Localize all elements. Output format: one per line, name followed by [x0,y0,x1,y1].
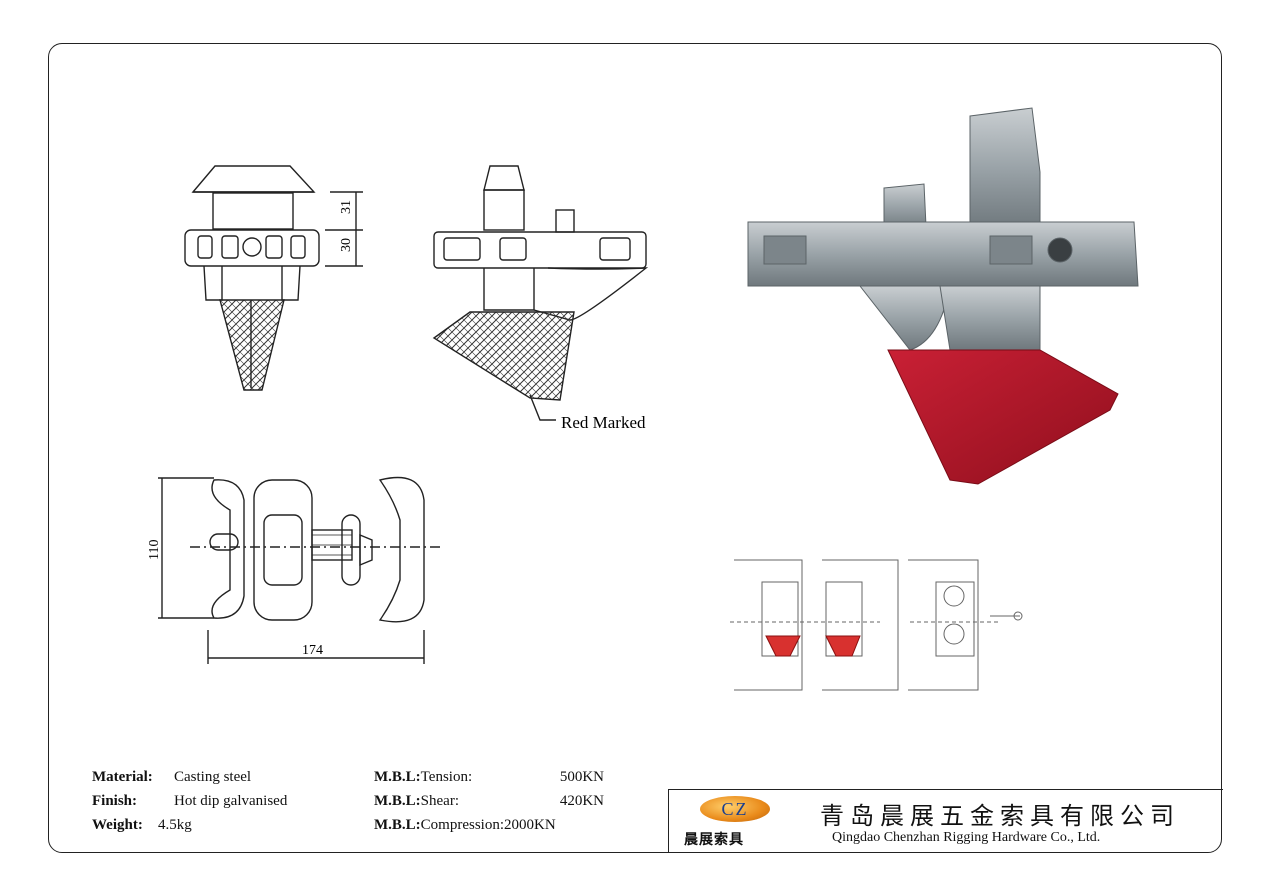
company-logo-icon [700,796,770,822]
spec-material: Material: Casting steel [92,766,251,788]
front-view [184,165,363,391]
title-block [668,789,1223,853]
spec-label: M.B.L: [374,793,421,809]
spec-shear: M.B.L:Shear: 420KN [374,790,604,812]
spec-finish: Finish: Hot dip galvanised [92,790,287,812]
spec-name: Shear: [420,793,459,809]
spec-name: Tension: [420,769,473,785]
spec-value: 420KN [559,793,604,809]
spec-compression: M.B.L:Compression:2000KN [374,814,604,836]
top-view [158,476,440,664]
spec-label: Material: [92,769,153,785]
spec-value: Casting steel [174,769,252,785]
spec-tension: M.B.L:Tension: 500KN [374,766,604,788]
spec-label: M.B.L: [374,817,421,833]
red-marked-callout: Red Marked [561,413,646,432]
logo-caption: 晨展索具 [684,832,744,848]
dim-width: 174 [302,643,323,658]
drawing-sheet-border [48,43,1222,853]
product-render [747,107,1139,485]
spec-value: Hot dip galvanised [174,793,288,809]
dim-height: 110 [147,540,162,560]
spec-name: Compression: [420,817,505,833]
company-name-cn: 青岛晨展五金索具有限公司 [820,802,1180,830]
spec-value: 500KN [559,769,604,785]
company-name-en: Qingdao Chenzhan Rigging Hardware Co., L… [832,830,1101,845]
dim-top: 31 [339,200,354,214]
usage-sketches [730,559,1023,691]
spec-weight: Weight: 4.5kg [92,814,192,836]
logo-text: CZ [721,799,749,819]
spec-value: 2000KN [504,817,556,833]
spec-label: M.B.L: [374,769,421,785]
side-view [432,165,649,421]
dim-mid: 30 [339,238,354,252]
spec-label: Finish: [92,793,138,809]
spec-value: 4.5kg [158,817,192,833]
spec-label: Weight: [92,817,143,833]
